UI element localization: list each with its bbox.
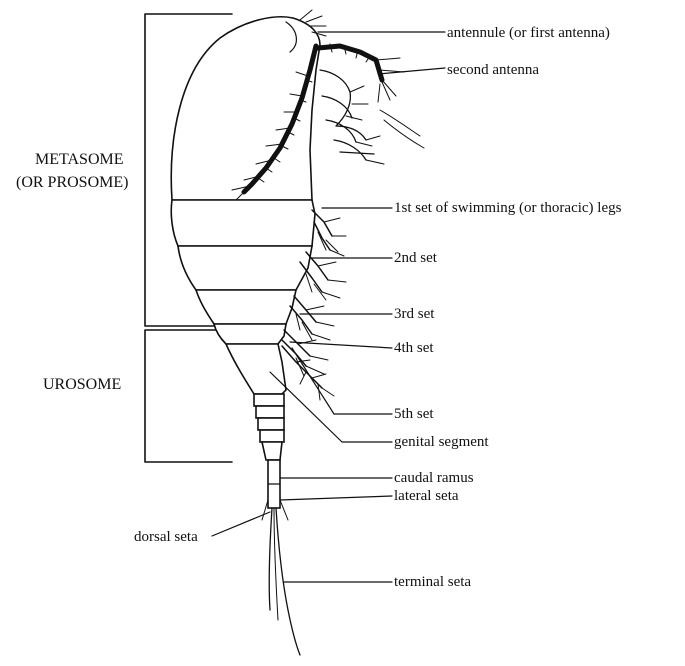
urosome-bracket <box>144 329 233 463</box>
label-leg-set-3: 3rd set <box>394 306 435 322</box>
caudal-setae <box>261 499 301 656</box>
urosome-ring-3 <box>257 417 285 431</box>
thoracic-segment-3 <box>194 289 297 325</box>
label-leg-set-2: 2nd set <box>394 250 438 266</box>
thoracic-segment-4 <box>212 323 287 345</box>
leg-set-2 <box>299 251 347 301</box>
labels: antennule (or first antenna) second ante… <box>16 25 622 590</box>
copepod-body <box>170 16 321 509</box>
thoracic-segment-2 <box>177 245 313 291</box>
label-genital-segment: genital segment <box>394 434 489 450</box>
leg-set-3 <box>289 295 335 341</box>
label-leg-set-4: 4th set <box>394 340 434 356</box>
label-leg-set-1: 1st set of swimming (or thoracic) legs <box>394 200 622 216</box>
leg-set-1 <box>311 209 347 257</box>
label-leg-set-5: 5th set <box>394 406 434 422</box>
leg-set-5 <box>281 345 335 401</box>
swimming-legs <box>281 209 347 401</box>
anal-segment <box>261 441 283 461</box>
cephalothorax <box>170 16 321 201</box>
second-antenna-appendage <box>315 43 425 165</box>
label-terminal-seta: terminal seta <box>394 574 471 590</box>
label-urosome: UROSOME <box>43 376 121 393</box>
metasome-bracket <box>144 13 233 327</box>
antennule-appendage <box>231 9 327 201</box>
thoracic-segment-1 <box>170 199 316 247</box>
label-caudal-ramus: caudal ramus <box>394 470 474 486</box>
genital-segment-shape <box>224 343 287 395</box>
label-lateral-seta: lateral seta <box>394 488 459 504</box>
label-metasome: METASOME <box>35 151 124 168</box>
label-prosome: (OR PROSOME) <box>16 174 128 191</box>
urosome-ring-2 <box>255 405 285 419</box>
urosome-ring-4 <box>259 429 285 443</box>
pointer-lines <box>211 31 446 583</box>
label-antennule: antennule (or first antenna) <box>447 25 610 41</box>
label-second-antenna: second antenna <box>447 62 539 78</box>
urosome-ring-1 <box>253 393 285 407</box>
label-dorsal-seta: dorsal seta <box>134 529 198 545</box>
